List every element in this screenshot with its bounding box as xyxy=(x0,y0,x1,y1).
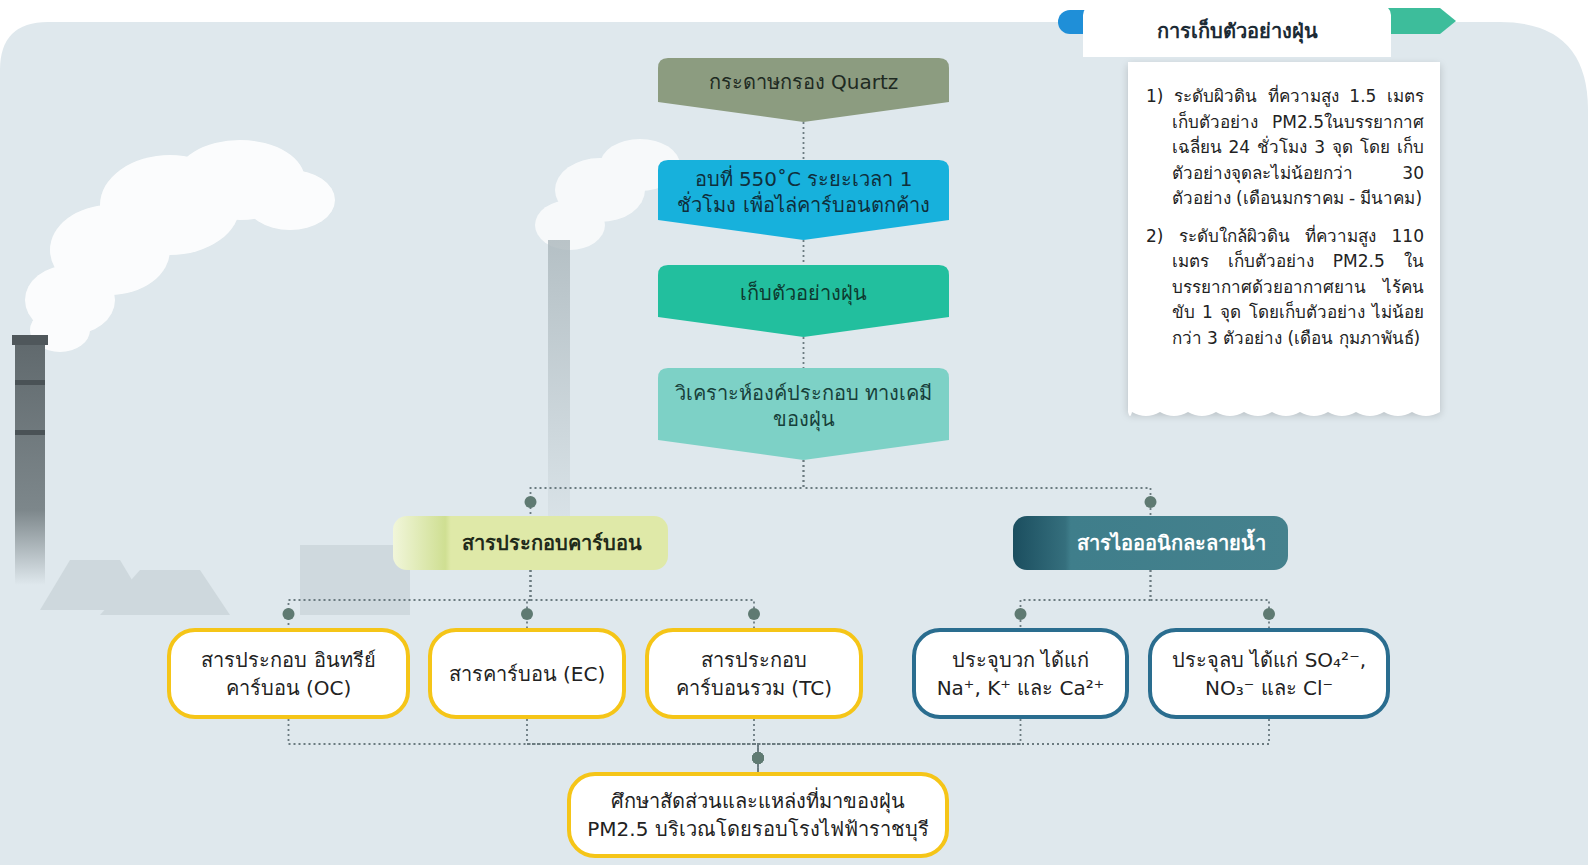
node-label: สารประกอบคาร์บอน xyxy=(462,527,642,559)
dotted-connector xyxy=(803,122,805,160)
node-label: อบที่ 550˚C ระยะเวลา 1 ชั่วโมง เพื่อไล่ค… xyxy=(672,166,935,218)
component-box: ศึกษาสัดส่วนและแหล่งที่มาของฝุ่น PM2.5 บ… xyxy=(567,772,949,858)
component-box: สารคาร์บอน (EC) xyxy=(428,628,626,719)
dotted-connector xyxy=(1151,570,1270,628)
junction-dot xyxy=(1263,608,1275,620)
junction-dot xyxy=(521,608,533,620)
ion-box: ประจุบวก ได้แก่ Na⁺, K⁺ และ Ca²⁺ xyxy=(912,628,1129,719)
wavy-edge-fill xyxy=(1128,406,1440,416)
dotted-connector xyxy=(758,719,1269,772)
junction-dot xyxy=(525,496,537,508)
node-label: สารไอออนิกละลายน้ำ xyxy=(1077,527,1266,559)
dotted-connector xyxy=(1021,570,1151,628)
note-item: 1) ระดับผิวดิน ที่ความสูง 1.5 เมตร เก็บต… xyxy=(1146,84,1424,212)
factory-silhouette xyxy=(40,545,410,615)
node-label: สารคาร์บอน (EC) xyxy=(449,660,606,688)
dotted-connector xyxy=(531,570,755,628)
dotted-connector xyxy=(289,570,531,628)
process-chevron: กระดาษกรอง Quartz xyxy=(658,58,949,122)
junction-dot xyxy=(752,752,764,764)
junction-dot xyxy=(752,752,764,764)
ion-box: ประจุลบ ได้แก่ SO₄²⁻, NO₃⁻ และ Cl⁻ xyxy=(1148,628,1390,719)
wavy-edge xyxy=(1128,406,1440,420)
junction-dot xyxy=(752,752,764,764)
junction-dot xyxy=(1015,608,1027,620)
node-label: ประจุลบ ได้แก่ SO₄²⁻, NO₃⁻ และ Cl⁻ xyxy=(1166,646,1372,702)
process-chevron: วิเคราะห์องค์ประกอบ ทางเคมีของฝุ่น xyxy=(658,368,949,460)
chevron-fill xyxy=(658,368,949,460)
dotted-connector xyxy=(804,460,1151,516)
chevron-fill xyxy=(658,160,949,240)
category-pill: สารประกอบคาร์บอน xyxy=(393,516,668,570)
junction-dot xyxy=(1145,496,1157,508)
junction-dot xyxy=(752,752,764,764)
note-card: การเก็บตัวอย่างฝุ่น1) ระดับผิวดิน ที่ควา… xyxy=(1128,62,1440,412)
node-label: สารประกอบ อินทรีย์คาร์บอน (OC) xyxy=(185,646,392,702)
note-heading: การเก็บตัวอย่างฝุ่น xyxy=(1157,16,1318,46)
dotted-connector xyxy=(527,719,758,772)
chimney-left xyxy=(12,335,48,585)
node-label: เก็บตัวอย่างฝุ่น xyxy=(740,280,867,306)
category-pill: สารไอออนิกละลายน้ำ xyxy=(1013,516,1288,570)
note-item: 2) ระดับใกล้ผิวดิน ที่ความสูง 110 เมตร เ… xyxy=(1146,224,1424,352)
dotted-connector xyxy=(531,460,804,516)
component-box: สารประกอบ อินทรีย์คาร์บอน (OC) xyxy=(167,628,410,719)
node-label: สารประกอบ คาร์บอนรวม (TC) xyxy=(663,646,845,702)
node-label: กระดาษกรอง Quartz xyxy=(709,69,899,95)
dotted-connector xyxy=(803,240,805,265)
process-chevron: เก็บตัวอย่างฝุ่น xyxy=(658,265,949,337)
dotted-connector xyxy=(758,719,1021,772)
note-tab: การเก็บตัวอย่างฝุ่น xyxy=(1083,5,1391,57)
node-label: ศึกษาสัดส่วนและแหล่งที่มาของฝุ่น PM2.5 บ… xyxy=(585,787,931,843)
junction-dot xyxy=(283,608,295,620)
chevron-fill xyxy=(658,265,949,337)
junction-dot xyxy=(748,608,760,620)
node-label: ประจุบวก ได้แก่ Na⁺, K⁺ และ Ca²⁺ xyxy=(930,646,1111,702)
ground-panel xyxy=(0,22,1588,865)
junction-dot xyxy=(752,752,764,764)
chevron-fill xyxy=(658,58,949,122)
process-chevron: อบที่ 550˚C ระยะเวลา 1 ชั่วโมง เพื่อไล่ค… xyxy=(658,160,949,240)
dotted-connector xyxy=(803,337,805,368)
smoke-left xyxy=(25,140,335,352)
dotted-connector xyxy=(289,719,759,772)
node-label: วิเคราะห์องค์ประกอบ ทางเคมีของฝุ่น xyxy=(672,380,935,432)
component-box: สารประกอบ คาร์บอนรวม (TC) xyxy=(645,628,863,719)
